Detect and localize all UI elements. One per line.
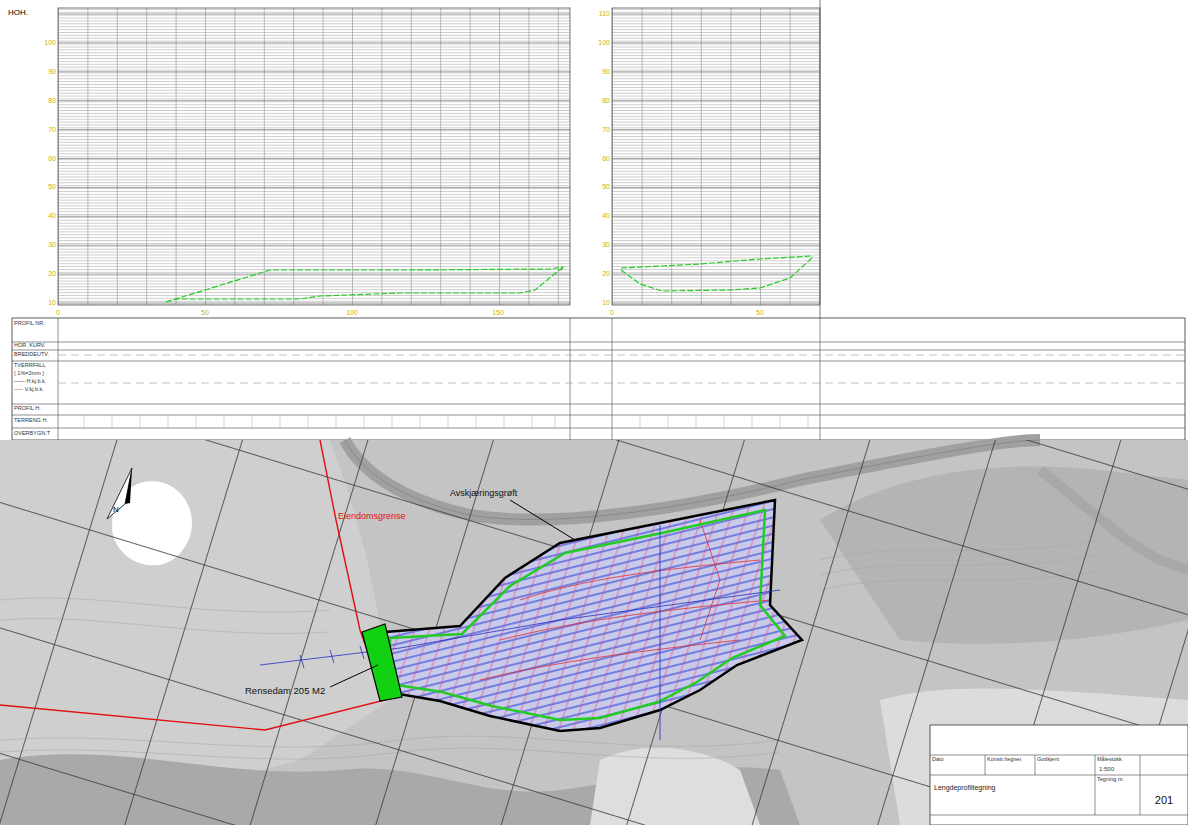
axis-tick: 100 xyxy=(346,309,358,316)
drawing-number: 201 xyxy=(1155,795,1173,806)
axis-tick: 60 xyxy=(48,154,56,161)
row-heading: ----- V.kj.b.k. xyxy=(14,387,44,393)
north-letter: N xyxy=(113,506,119,514)
axis-tick: 90 xyxy=(48,67,56,74)
title-field: Tegning nr. xyxy=(1097,777,1124,783)
axis-tick: 70 xyxy=(602,125,610,132)
axis-tick: 30 xyxy=(602,241,610,248)
axis-tick: 90 xyxy=(602,67,610,74)
title-field: Konstr./tegnet xyxy=(987,757,1021,763)
axis-tick: 40 xyxy=(602,212,610,219)
axis-tick: 150 xyxy=(492,309,504,316)
axis-tick: 80 xyxy=(602,96,610,103)
axis-tick: 80 xyxy=(48,96,56,103)
title-field: Godkjent xyxy=(1037,757,1059,763)
axis-tick: 50 xyxy=(201,309,209,316)
ditch-label: Avskjæringsgrøft xyxy=(448,489,519,498)
axis-tick: 50 xyxy=(602,183,610,190)
axis-tick: 100 xyxy=(44,38,56,45)
axis-tick: 50 xyxy=(756,309,764,316)
axis-tick: 20 xyxy=(48,270,56,277)
boundary-label: Eiendomsgrense xyxy=(336,512,408,521)
row-heading: ( 1%=2mm ) xyxy=(14,371,44,377)
axis-tick: 60 xyxy=(602,154,610,161)
axis-tick: 0 xyxy=(610,309,614,316)
axis-tick: 70 xyxy=(48,125,56,132)
row-heading: PROFIL NR. xyxy=(14,321,45,327)
axis-tick: 0 xyxy=(56,309,60,316)
row-heading: PROFIL H. xyxy=(14,406,41,412)
row-heading: TERRENG H. xyxy=(14,418,48,424)
pond-label: Rensedam 205 M2 xyxy=(243,686,327,696)
row-heading: TVERRFALL xyxy=(14,363,45,369)
axis-tick: 110 xyxy=(599,10,610,17)
axis-tick: 40 xyxy=(48,212,56,219)
row-heading: BREDDEUTV. xyxy=(14,352,49,358)
title-field: Dato xyxy=(932,757,944,763)
axis-tick: 50 xyxy=(48,183,56,190)
axis-tick: 10 xyxy=(48,299,56,306)
title-field: Målestokk xyxy=(1097,757,1122,763)
drawing-title: Lengdeprofiltegning xyxy=(934,784,996,791)
axis-tick: 100 xyxy=(598,38,610,45)
axis-tick: 20 xyxy=(602,270,610,277)
axis-tick: 10 xyxy=(602,299,610,306)
row-heading: —— H.kj.b.k. xyxy=(14,379,46,385)
axis-tick: 30 xyxy=(48,241,56,248)
axis-unit: HOH. xyxy=(8,9,28,17)
scale-value: 1:500 xyxy=(1099,766,1114,772)
row-heading: OVERBYGN.T xyxy=(14,431,50,437)
row-heading: HOR. KURV. xyxy=(14,343,45,349)
